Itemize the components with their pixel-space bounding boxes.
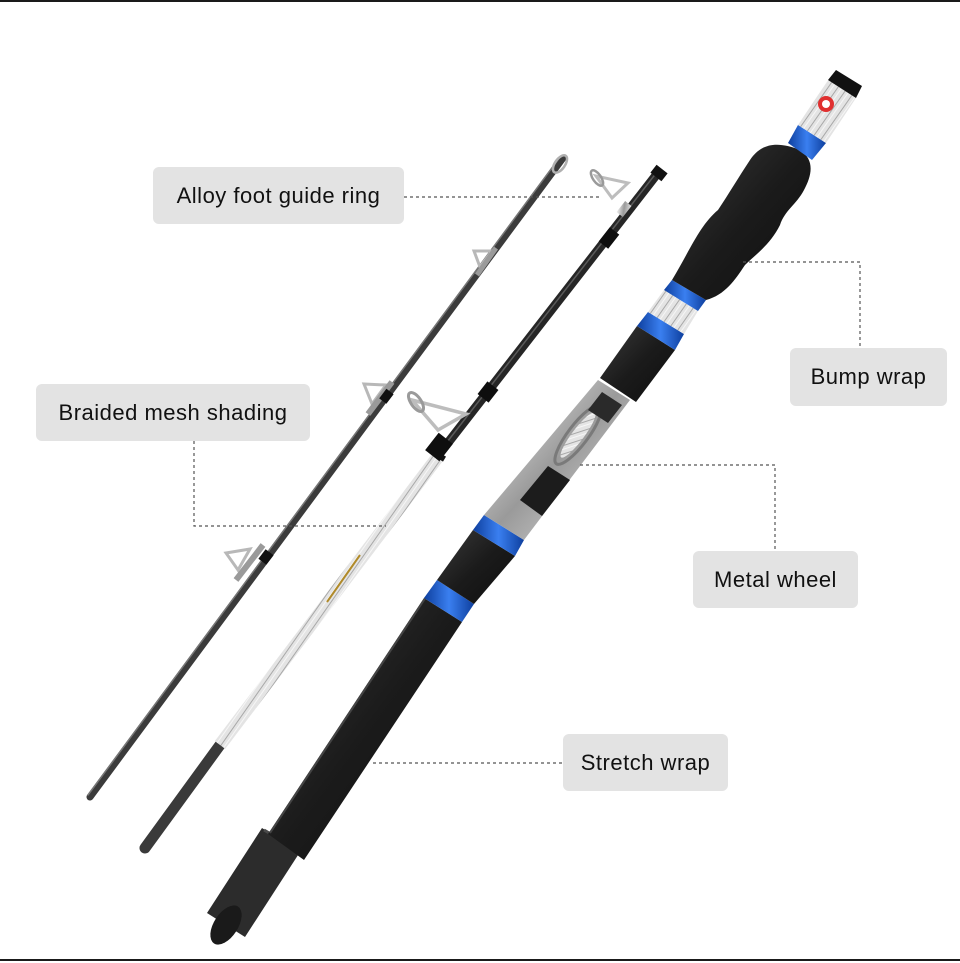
leader-bump	[743, 261, 861, 348]
callout-metal-wheel: Metal wheel	[693, 551, 858, 608]
mid-section	[139, 164, 668, 854]
rear-grip	[268, 596, 462, 860]
callout-stretch-label: Stretch wrap	[580, 749, 711, 775]
callout-alloy-label: Alloy foot guide ring	[176, 182, 381, 208]
bump-wrap-grip	[672, 144, 811, 300]
leader-metal	[580, 464, 776, 551]
leader-braided	[193, 441, 386, 527]
mid-guide-large	[406, 391, 471, 433]
callout-metal-label: Metal wheel	[714, 566, 837, 592]
tip-guide-3	[471, 246, 499, 277]
butt-section	[207, 70, 862, 945]
top-border	[0, 0, 960, 2]
mid-guide-top	[589, 169, 632, 201]
tip-guide-1	[223, 543, 266, 582]
tip-top-guide	[551, 154, 569, 174]
bottom-border	[0, 959, 960, 961]
top-cap	[798, 70, 862, 143]
leader-lines	[193, 196, 861, 764]
callout-braided-label: Braided mesh shading	[58, 399, 288, 425]
tip-section	[86, 154, 569, 801]
callout-alloy-foot-guide-ring: Alloy foot guide ring	[153, 167, 404, 224]
callout-bump-label: Bump wrap	[810, 364, 927, 389]
callout-bump-wrap: Bump wrap	[790, 348, 947, 406]
callout-braided-mesh-shading: Braided mesh shading	[36, 384, 310, 441]
callout-stretch-wrap: Stretch wrap	[563, 734, 728, 791]
reel-seat	[484, 380, 630, 540]
